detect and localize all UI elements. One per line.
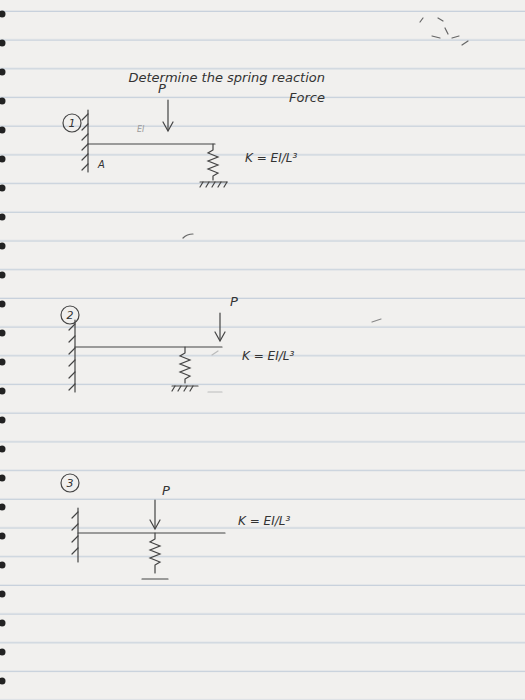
callout-number: 1	[69, 118, 76, 129]
spiral-hole	[0, 272, 6, 279]
spiral-hole	[0, 504, 6, 511]
spiral-hole	[0, 214, 6, 221]
spiral-hole	[0, 11, 6, 18]
spiral-hole	[0, 388, 6, 395]
load-label: P	[162, 484, 170, 497]
spiral-hole	[0, 678, 6, 685]
note-heading: Determine the spring reaction Force	[120, 68, 325, 108]
spiral-hole	[0, 620, 6, 627]
spring-constant: K = EI/L³	[245, 152, 297, 164]
spiral-hole	[0, 185, 6, 192]
spiral-hole	[0, 591, 6, 598]
callout-number: 3	[67, 478, 74, 489]
spiral-hole	[0, 446, 6, 453]
spiral-hole	[0, 330, 6, 337]
spiral-hole	[0, 98, 6, 105]
spiral-hole	[0, 69, 6, 76]
spiral-hole	[0, 417, 6, 424]
load-label: P	[158, 82, 166, 95]
spring-constant: K = EI/L³	[238, 515, 290, 527]
spiral-hole	[0, 156, 6, 163]
spiral-hole	[0, 40, 6, 47]
spiral-hole	[0, 533, 6, 540]
spiral-holes	[0, 11, 6, 685]
load-label: P	[230, 295, 238, 308]
spiral-hole	[0, 359, 6, 366]
spiral-hole	[0, 562, 6, 569]
spiral-hole	[0, 649, 6, 656]
spiral-hole	[0, 475, 6, 482]
spiral-hole	[0, 301, 6, 308]
beam-sketches	[61, 18, 468, 579]
spring-constant: K = EI/L³	[242, 350, 294, 362]
spiral-hole	[0, 127, 6, 134]
stiffness-label: EI	[137, 126, 144, 134]
support-label: A	[98, 160, 105, 170]
callout-number: 2	[67, 310, 74, 321]
spiral-hole	[0, 243, 6, 250]
